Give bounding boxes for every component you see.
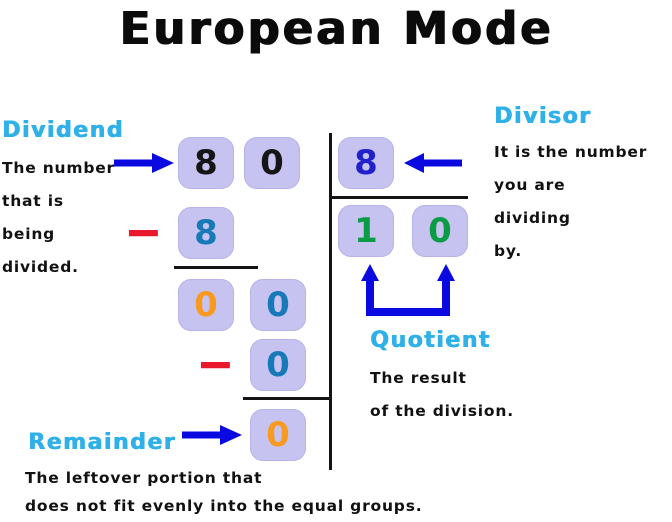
dividend-digit-tile-2: 0 [244,137,300,189]
remainder-digit-tile: 0 [250,409,306,461]
divisor-description: It is the number you are dividing by. [494,136,647,268]
quotient-label: Quotient [370,328,491,353]
quotient-digit-tile-1: 1 [338,205,394,257]
dividend-arrow-icon [114,153,174,173]
dividend-line: being [2,225,56,243]
remainder-label: Remainder [28,430,176,455]
divisor-line: by. [494,242,523,260]
remainder-arrow-icon [182,425,242,445]
divisor-underline [332,196,468,199]
dividend-digit-tile-1: 8 [178,137,234,189]
bringdown-digit-tile-2: 0 [250,279,306,331]
step2-underline [243,397,332,400]
quotient-bracket-icon [361,264,455,316]
remainder-line: The leftover portion that [25,469,263,487]
bringdown-digit-tile-1: 0 [178,279,234,331]
dividend-label: Dividend [2,118,124,143]
dividend-line: that is [2,192,64,210]
divisor-line: It is the number [494,143,648,161]
subtraction1-digit-tile: 8 [178,207,234,259]
division-vertical-line [329,133,332,470]
divisor-line: you are [494,176,566,194]
subtraction2-digit-tile: 0 [250,339,306,391]
quotient-line: of the division. [370,402,514,420]
remainder-line: does not fit evenly into the equal group… [25,497,423,515]
step1-underline [174,266,258,269]
dividend-description: The number that is being divided. [2,152,115,284]
quotient-digit-tile-2: 0 [412,205,468,257]
quotient-line: The result [370,369,467,387]
page-title: European Mode [118,2,554,55]
quotient-description: The result of the division. [370,362,514,428]
dividend-line: divided. [2,258,79,276]
divisor-digit-tile: 8 [338,137,394,189]
divisor-label: Divisor [494,104,592,129]
remainder-description: The leftover portion that does not fit e… [25,464,422,520]
dividend-line: The number [2,159,115,177]
divisor-arrow-icon [404,153,462,173]
step1-minus-sign: − [124,204,163,258]
step2-minus-sign: − [196,336,235,390]
divisor-line: dividing [494,209,571,227]
